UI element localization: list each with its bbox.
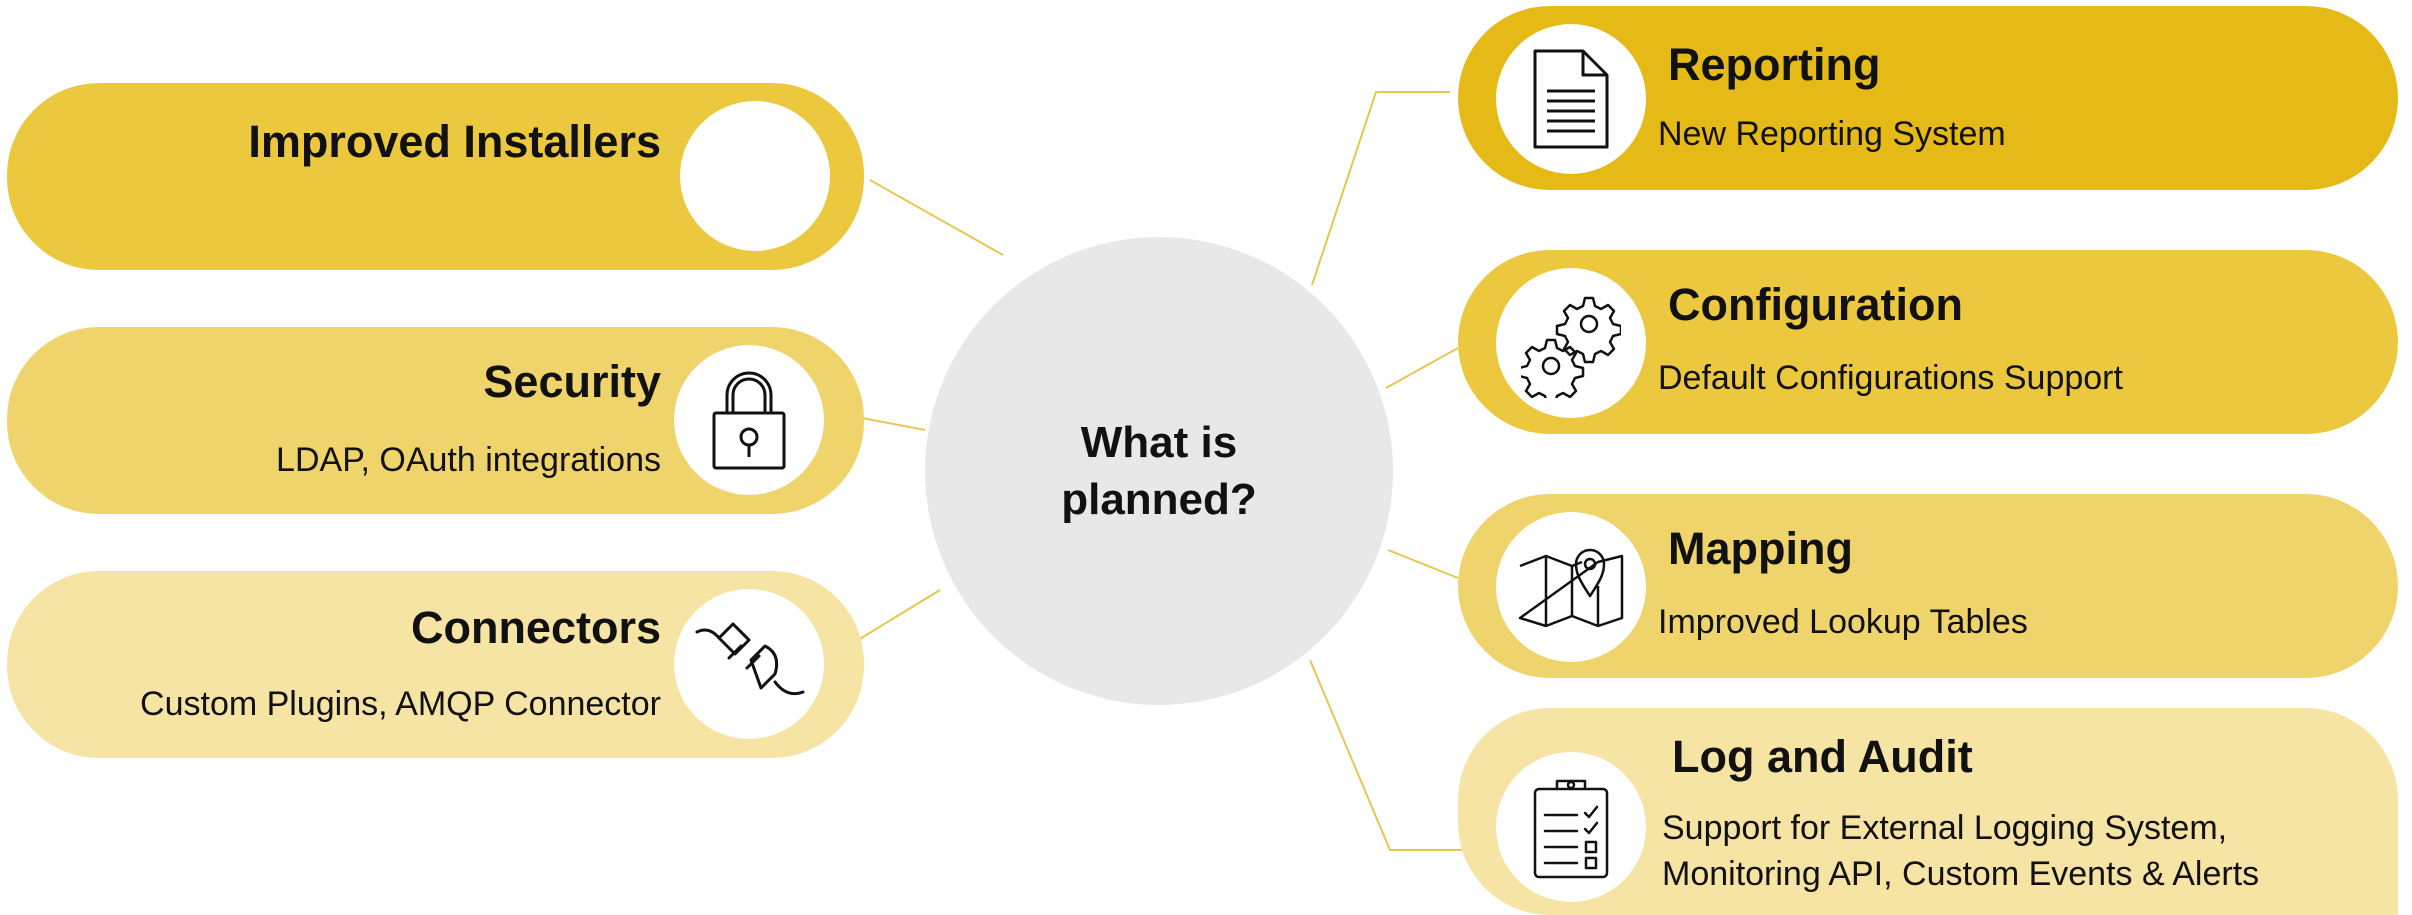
branch-mapping: Mapping Improved Lookup Tables bbox=[1458, 494, 2398, 678]
clipboard-icon bbox=[1496, 752, 1646, 902]
plug-icon bbox=[674, 589, 824, 739]
document-icon bbox=[1496, 24, 1646, 174]
connector-connectors bbox=[857, 589, 941, 641]
connector-reporting bbox=[1311, 91, 1450, 286]
branch-title: Mapping bbox=[1668, 523, 1853, 574]
branch-reporting: Reporting New Reporting System bbox=[1458, 6, 2398, 190]
branch-configuration: Configuration Default Configurations Sup… bbox=[1458, 250, 2398, 434]
gears-icon bbox=[1496, 268, 1646, 418]
connector-log-and-audit bbox=[1309, 659, 1465, 851]
branch-title: Connectors bbox=[410, 602, 661, 653]
lock-icon bbox=[674, 345, 824, 495]
branch-title: Improved Installers bbox=[248, 116, 661, 167]
branch-subtitle: Default Configurations Support bbox=[1658, 359, 2123, 397]
blank-icon bbox=[680, 101, 830, 251]
connector-mapping bbox=[1387, 549, 1459, 579]
subtitle-line: Monitoring API, Custom Events & Alerts bbox=[1662, 854, 2260, 893]
connector-improved-installers bbox=[869, 179, 1004, 256]
branch-subtitle: Improved Lookup Tables bbox=[1658, 603, 2028, 641]
branch-title: Security bbox=[483, 356, 661, 407]
subtitle-line: Support for External Logging System, bbox=[1662, 809, 2228, 847]
central-topic-label: What is planned? bbox=[1061, 417, 1257, 524]
branch-title: Reporting bbox=[1668, 39, 1881, 90]
branch-subtitle: Support for External Logging System, Mon… bbox=[1662, 806, 2259, 898]
branch-log-and-audit: Log and Audit Support for External Loggi… bbox=[1458, 708, 2398, 915]
branch-subtitle: New Reporting System bbox=[1658, 115, 2006, 153]
map-icon bbox=[1496, 512, 1646, 662]
branch-security: Security LDAP, OAuth integrations bbox=[7, 327, 864, 514]
branch-connectors: Connectors Custom Plugins, AMQP Connecto… bbox=[7, 571, 864, 758]
branch-subtitle: LDAP, OAuth integrations bbox=[276, 441, 661, 479]
branch-subtitle: Custom Plugins, AMQP Connector bbox=[140, 685, 661, 723]
branch-improved-installers: Improved Installers bbox=[7, 83, 864, 270]
connector-security bbox=[861, 417, 926, 431]
branch-title: Log and Audit bbox=[1672, 731, 1973, 782]
connector-configuration bbox=[1385, 347, 1459, 389]
branch-title: Configuration bbox=[1668, 279, 1963, 330]
central-topic: What is planned? bbox=[925, 237, 1393, 705]
